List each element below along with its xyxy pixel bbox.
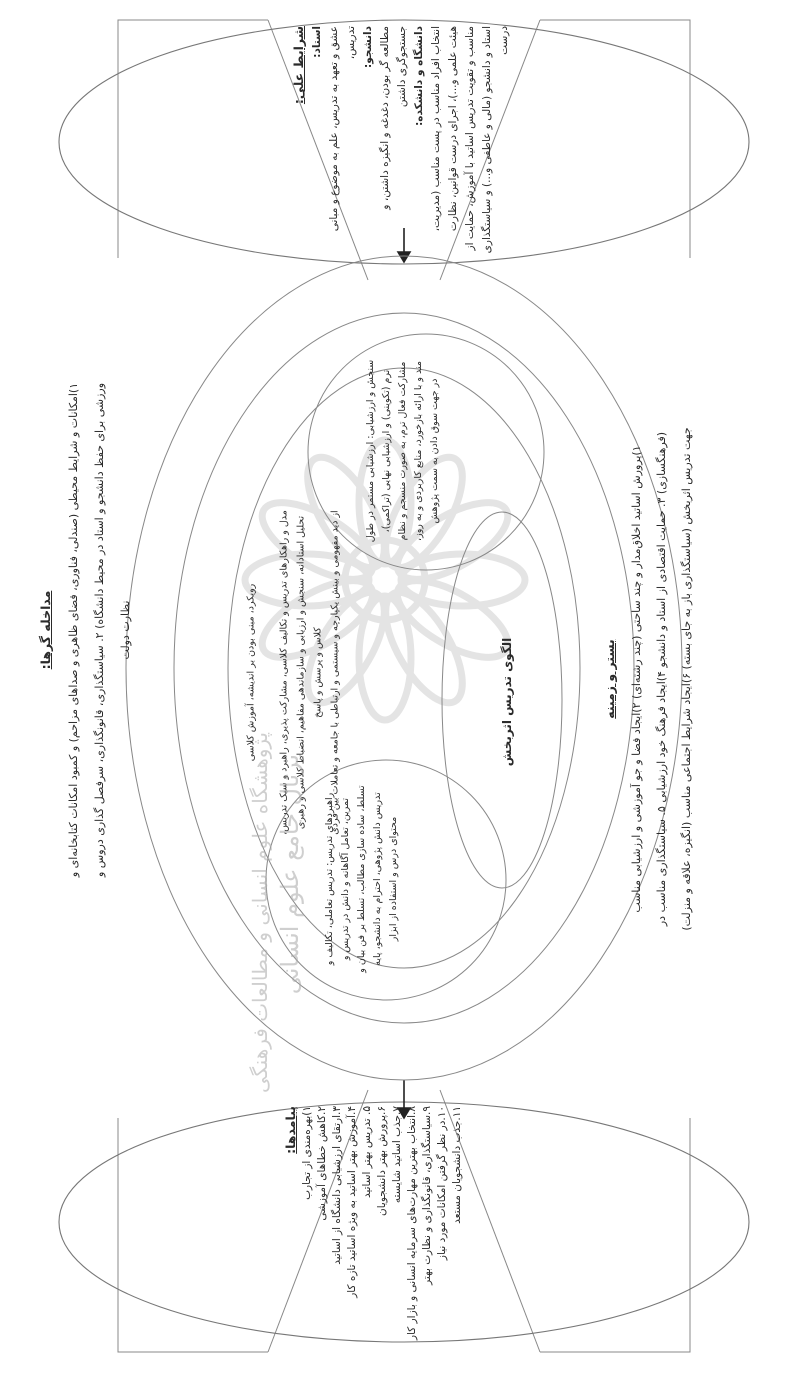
causal-line-3: مطالعه گر بودن، دغدغه و انگیزه داشتن، و … [377,26,411,256]
consequence-6: ۷.جذب اساتید شایسته [390,1106,405,1342]
skills-text: راهبردهای تدریس: تدریس تعاملی، تکالیف و … [322,784,452,974]
consequence-1: ۲.کاهش خطاهای آموزشی [315,1106,330,1342]
core-model-title: الگوی تدریس اثربخش [497,617,517,787]
consequence-3: ۴.آموزش بهتر اساتید به ویژه اساتید تازه … [345,1106,360,1342]
consequence-8: ۹.سیاستگذاری، قانونگذاری و نظارت بهتر [420,1106,435,1342]
consequence-10: ۱۱.جذب دانشجویان مستعد [450,1106,465,1342]
context-line-0: ۱)پرورش اساتید اخلاق‌مدار و چند ساحتی (چ… [624,419,699,939]
consequence-0: ۱)بهره‌مندی از تجارب [300,1106,315,1342]
context-title: بستر و زمینه [597,419,622,939]
consequence-4: ۵. تدریس بهتر اساتید [360,1106,375,1342]
core-model-title-text: الگوی تدریس اثربخش [500,638,514,767]
intervening-conditions: مداخله گرها: ۱)امکانات و شرایط محیطی (صن… [33,370,203,890]
consequence-5: ۶.پرورش بهتر دانشجویان [375,1106,390,1342]
consequences-title: پیامدها: [283,1106,298,1342]
causal-conditions: شرایط علی: استاد: عشق و تعهد به تدریس، ع… [290,26,518,256]
consequence-2: ۳.ارتقای ارزشیابی دانشگاه از اساتید [330,1106,345,1342]
causal-conditions-title: شرایط علی: [290,26,307,256]
intervening-title: مداخله گرها: [33,370,59,890]
context-conditions: بستر و زمینه ۱)پرورش اساتید اخلاق‌مدار و… [597,419,783,939]
causal-line-2: دانشجو: [360,26,377,256]
causal-line-5: انتخاب افراد مناسب در پست مناسب (مدیریت،… [428,26,513,256]
causal-line-0: استاد: [309,26,326,256]
watermark-line-2: پرتال جامع علوم انسانی [271,754,309,994]
consequences: پیامدها: ۱)بهره‌مندی از تجارب ۲.کاهش خطا… [283,1106,501,1342]
causal-line-1: عشق و تعهد به تدریس، علم به موضوع و مبان… [326,26,360,256]
consequence-7: ۸.انتخاب بهترین مهارت‌های سرمایه انسانی … [405,1106,420,1342]
intervening-line-0: ۱)امکانات و شرایط محیطی (صندلی، فناوری، … [61,370,139,890]
causal-line-4: دانشگاه و دانشکده: [411,26,428,256]
skills-line-0: راهبردهای تدریس: تدریس تعاملی، تکالیف و … [322,784,402,974]
consequence-9: ۱۰.در نظر گرفتن امکانات مورد نیاز [435,1106,450,1342]
